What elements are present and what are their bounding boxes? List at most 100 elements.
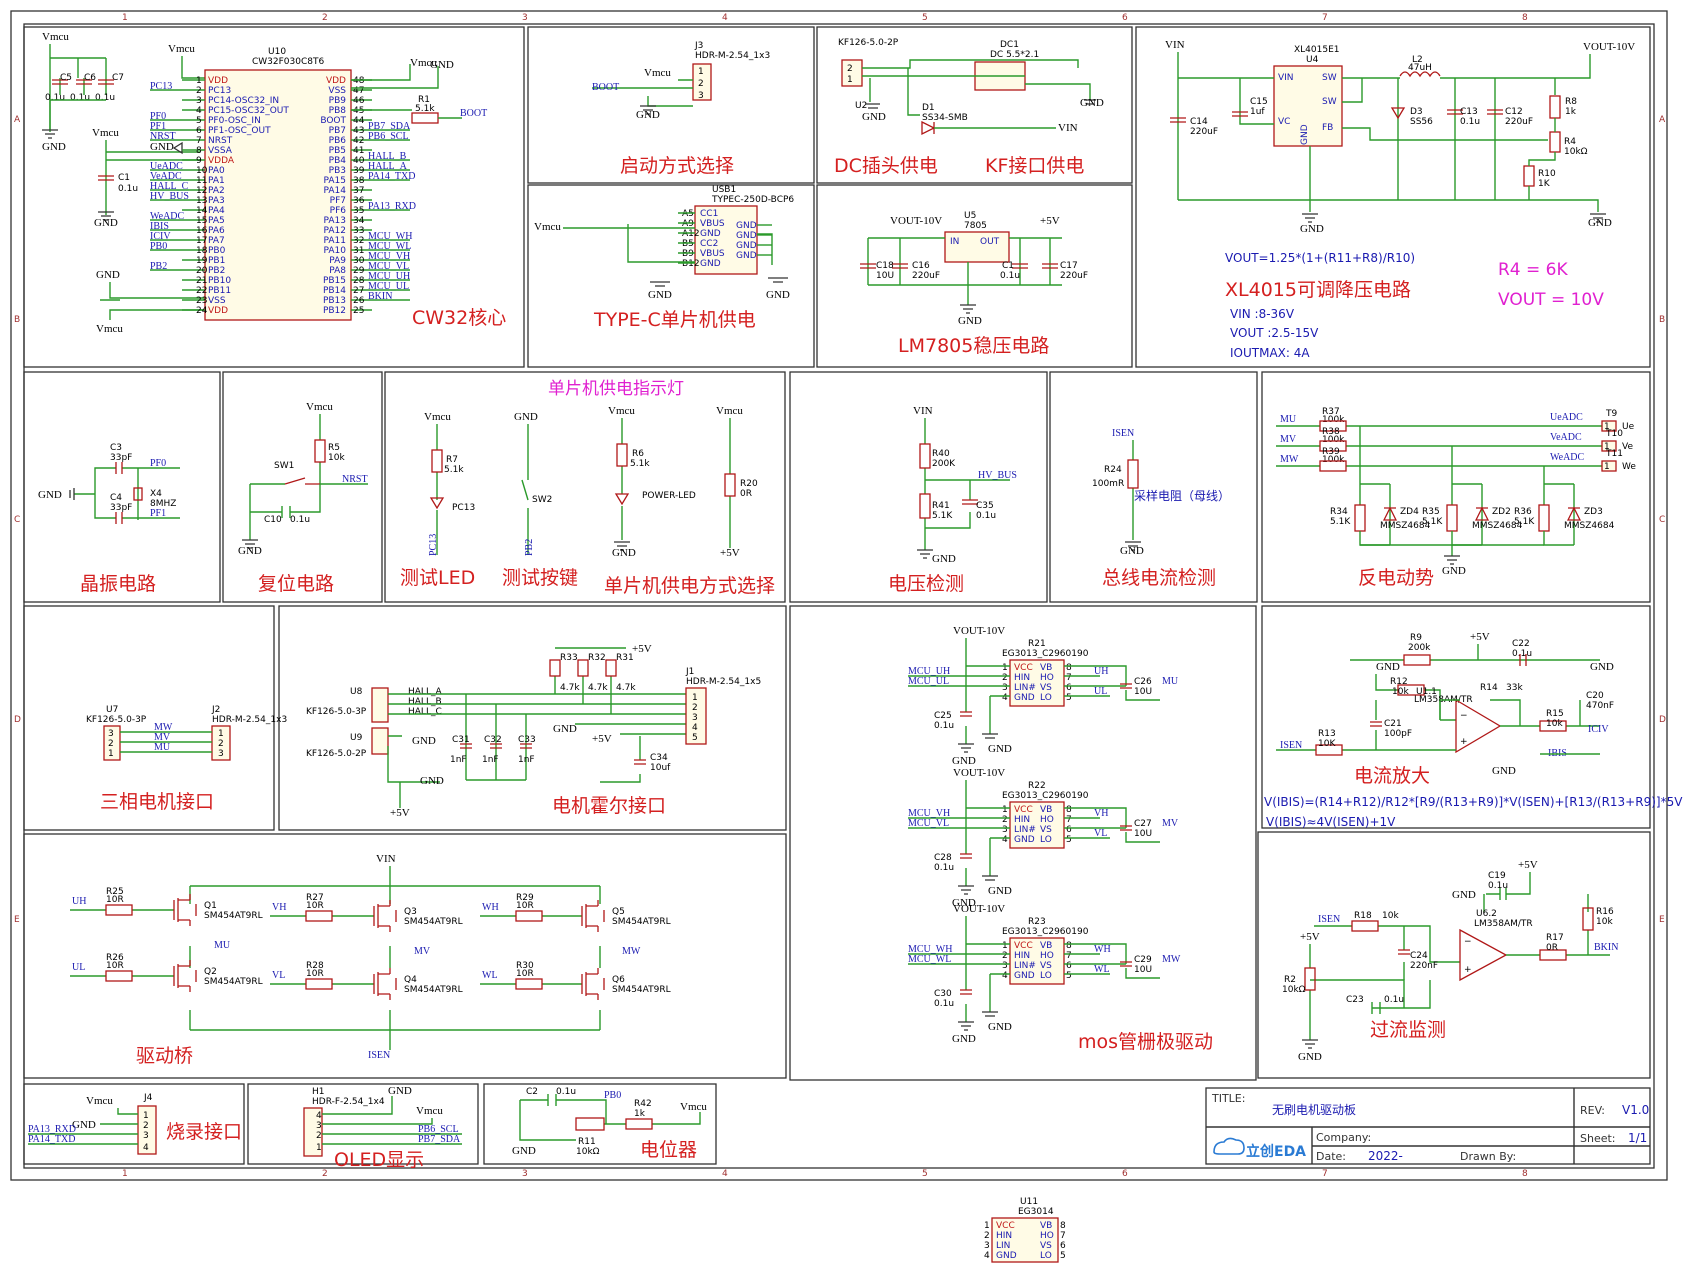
gate-pin-label: LO [1040,971,1052,981]
labels-mu: MU [154,742,171,753]
logo-cloud-icon [1213,1137,1245,1155]
labels-h1p: HDR-F-2.54_1x4 [312,1097,385,1107]
titleblock-sheet: 1/1 [1628,1131,1647,1145]
gate-pin-number: 2 [1002,673,1008,683]
mcu-pin-label: PB11 [208,286,231,296]
mcu-pin-label: PB2 [208,266,225,276]
labels-vmcu: Vmcu [416,1105,443,1117]
notes-xl-formula: VOUT=1.25*(1+(R11+R8)/R10) [1225,251,1415,265]
mcu-pin-label: PB13 [323,296,346,306]
labels-pb7sda: PB7_SDA [418,1134,461,1145]
mcu-net-label: WeADC [150,211,185,222]
labels-c31: C31 [452,735,470,745]
svg-text:3: 3 [316,1121,322,1131]
labels-r33: R33 [560,653,578,663]
labels-vmcu: Vmcu [534,221,561,233]
grid-col-label: 1 [122,1169,128,1179]
labels-r15: R15 [1546,709,1564,719]
labels-d1: D1 [922,103,935,113]
labels-gnd: GND [512,1145,536,1157]
labels-c21v: 100pF [1384,729,1412,739]
labels-vmcu: Vmcu [680,1101,707,1113]
usb-pin-label: CC1 [700,209,718,219]
gate-pin-label: VS [1040,961,1052,971]
usb-pin-number: B12 [682,259,700,269]
labels-p5v: +5V [1518,859,1538,871]
labels-pb6scl: PB6_SCL [418,1124,459,1135]
labels-r13v: 10K [1318,739,1336,749]
labels-c16: C16 [912,261,930,271]
bemf-lower-value: 5.1K [1514,517,1535,527]
mcu-pin-label: PB6 [329,136,347,146]
labels-c18v: 10U [876,271,894,281]
mcu-pin-number: 41 [353,146,364,156]
titleblock-rev-label: REV: [1580,1104,1605,1117]
typec-block: USB1 TYPEC-250D-BCP6 CC1A5VBUSA9GNDA12CC… [534,185,794,331]
labels-j2: J2 [211,705,220,715]
mcu-pin-number: 42 [353,136,364,146]
mcu-net-label: PB2 [150,261,167,272]
bridge-gate-resistor: R29 [516,893,534,903]
svg-text:SW: SW [1322,97,1337,107]
mcu-pin-label: PB8 [329,106,347,116]
labels-c14v: 220uF [1190,127,1218,137]
bemf-testpoint-name: Ve [1622,442,1633,452]
labels-r11: R11 [578,1137,596,1147]
labels-r47k: 4.7k [588,683,608,693]
labels-x4v: 8MHZ [150,499,176,509]
labels-c20: C20 [1586,691,1604,701]
gate-pin-number: 8 [1066,663,1072,673]
mcu-pin-label: PA1 [208,176,225,186]
grid-row-label: A [1659,115,1666,125]
labels-c23: C23 [1346,995,1364,1005]
labels-c14: C14 [1190,117,1208,127]
labels-d3: D3 [1410,107,1423,117]
eg3014-pin-label: LO [1040,1251,1052,1261]
svg-text:GND: GND [1300,124,1310,145]
mcu-pin-number: 23 [196,296,207,306]
gate-pin-label: VB [1040,941,1052,951]
labels-vin: VIN [913,405,933,417]
labels-u5p: 7805 [964,221,987,231]
labels-vin: VIN [1058,122,1078,134]
labels-c12v: 220uF [1505,117,1533,127]
eg3014-pin-number: 2 [984,1231,990,1241]
mcu-pin-number: 30 [353,256,365,266]
bemf-resistor-label: R37 [1322,407,1340,417]
titleblock-company-label: Company: [1316,1131,1371,1144]
mcu-pin-label: PB12 [323,306,346,316]
labels-pf0: PF0 [150,458,166,469]
notes-sense: 采样电阻（母线） [1134,488,1230,503]
labels-gnd: GND [96,269,120,281]
labels-r40v: 200K [932,459,956,469]
gate-pin-label: VCC [1014,805,1033,815]
mcu-pin-number: 1 [196,76,202,86]
labels-gnd: GND [412,735,436,747]
svg-text:1: 1 [218,729,224,739]
logo-text: 立创EDA [1246,1143,1306,1160]
labels-c4: C4 [110,493,122,503]
svg-text:−: − [1464,937,1472,947]
labels-c22: C22 [1512,639,1530,649]
bemf-resistor-value: 100k [1322,435,1345,445]
gate-pin-number: 2 [1002,951,1008,961]
labels-isen: ISEN [1112,428,1134,439]
svg-text:3: 3 [218,749,224,759]
gate-pin-number: 3 [1002,825,1008,835]
bridge-gate-net: UL [72,962,85,973]
usb-pin-number: B9 [682,249,694,259]
gate-vout-label: VOUT-10V [953,767,1005,779]
labels-gnd: GND [1492,765,1516,777]
labels-j3p: HDR-M-2.54_1x3 [695,51,770,61]
bemf-zener-label: ZD3 [1584,507,1603,517]
svg-text:3: 3 [698,91,704,101]
bemf-zener-part: MMSZ4684 [1564,521,1615,531]
gate-gnd-label: GND [952,755,976,767]
mcu-net-label: VeADC [150,171,182,182]
bemf-zener-label: ZD2 [1492,507,1511,517]
labels-pf1: PF1 [150,508,166,519]
bridge-mosfet-part: SM454AT9RL [404,985,463,995]
labels-r6v: 5.1k [630,459,650,469]
labels-c01u: 0.1u [1384,995,1404,1005]
